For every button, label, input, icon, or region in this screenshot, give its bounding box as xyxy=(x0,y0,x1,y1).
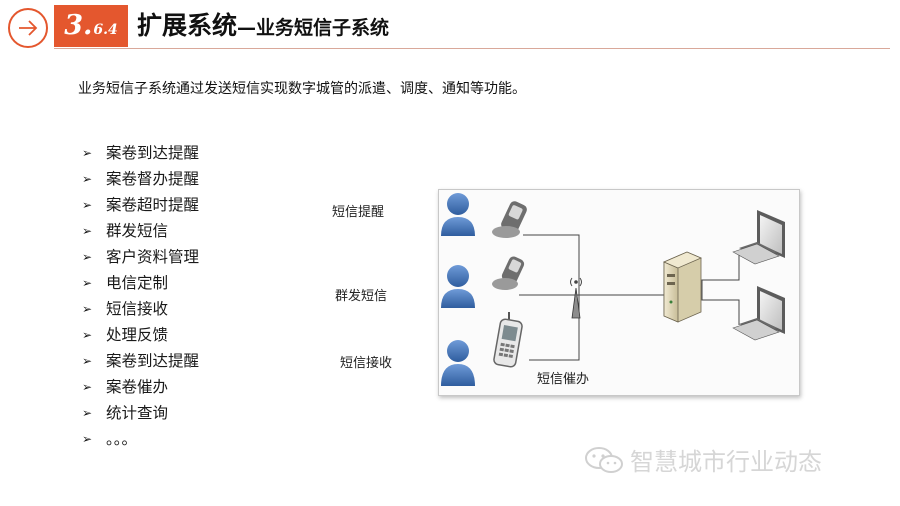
section-number-badge: 3. 6.4 xyxy=(54,5,128,47)
arrow-bullet-icon: ➢ xyxy=(82,302,93,316)
wechat-icon xyxy=(585,446,623,473)
list-item: ➢ 案卷到达提醒 xyxy=(82,348,199,374)
connection-lines xyxy=(519,234,740,361)
section-number-major: 3. xyxy=(64,10,93,41)
page-title-main: 扩展系统 xyxy=(137,11,238,40)
arrow-bullet-icon: ➢ xyxy=(82,250,93,264)
arrow-bullet-icon: ➢ xyxy=(82,224,93,238)
list-item: ➢ 处理反馈 xyxy=(82,322,199,348)
list-item: ➢ 案卷超时提醒 xyxy=(82,192,199,218)
person-icon-3 xyxy=(441,340,475,386)
arrow-bullet-icon: ➢ xyxy=(82,172,93,186)
mobile-phone-icon xyxy=(493,312,523,368)
list-item-label: 案卷到达提醒 xyxy=(106,144,200,162)
flip-phone-icon-1 xyxy=(492,201,527,238)
diagram-label-sms-reminder: 短信提醒 xyxy=(332,205,385,220)
list-item: ➢ 电信定制 xyxy=(82,270,199,296)
list-item-label: 统计查询 xyxy=(106,404,169,422)
arrow-bullet-icon: ➢ xyxy=(82,198,93,212)
antenna-tower-icon xyxy=(570,277,582,319)
footer-watermark: 智慧城市行业动态 xyxy=(584,442,822,477)
list-item-label: 案卷超时提醒 xyxy=(106,196,200,214)
arrow-bullet-icon: ➢ xyxy=(82,406,93,420)
page-title: 扩展系统 —业务短信子系统 xyxy=(137,6,389,46)
list-item-label: 案卷督办提醒 xyxy=(106,170,200,188)
arrow-bullet-icon: ➢ xyxy=(82,328,93,342)
network-diagram-drawing xyxy=(441,193,785,386)
server-icon xyxy=(662,251,703,323)
list-item: ➢ 案卷催办 xyxy=(82,374,199,400)
list-item-label: 处理反馈 xyxy=(106,326,169,344)
list-item-label: 群发短信 xyxy=(106,222,169,240)
list-item: ➢ 群发短信 xyxy=(82,218,199,244)
list-item-label: 客户资料管理 xyxy=(106,248,200,266)
person-icon-2 xyxy=(441,265,475,308)
footer-brand-text: 智慧城市行业动态 xyxy=(630,448,822,476)
computer-monitor-icon-2 xyxy=(732,286,785,341)
list-item-label: 电信定制 xyxy=(106,274,169,292)
arrow-bullet-icon: ➢ xyxy=(82,354,93,368)
header-divider xyxy=(54,48,890,49)
section-number-minor: 6.4 xyxy=(93,22,118,38)
list-item: ➢ 案卷督办提醒 xyxy=(82,166,199,192)
diagram-label-sms-receive: 短信接收 xyxy=(340,356,393,371)
feature-list: ➢ 案卷到达提醒 ➢ 案卷督办提醒 ➢ 案卷超时提醒 ➢ 群发短信 ➢ 客户资料管理 ➢ 电… xyxy=(82,140,199,452)
intro-text: 业务短信子系统通过发送短信实现数字城管的派遣、调度、通知等功能。 xyxy=(78,81,526,97)
network-diagram: 短信催办 xyxy=(438,189,800,396)
arrow-bullet-icon: ➢ xyxy=(82,380,93,394)
list-item: ➢ 案卷到达提醒 xyxy=(82,140,199,166)
list-item-label: 。。。 xyxy=(106,430,138,448)
arrow-bullet-icon: ➢ xyxy=(82,432,93,446)
list-item-label: 短信接收 xyxy=(106,300,169,318)
diagram-label-group-sms: 群发短信 xyxy=(335,289,388,304)
flip-phone-icon-2 xyxy=(492,256,525,290)
list-item-label: 案卷到达提醒 xyxy=(106,352,200,370)
computer-monitor-icon-1 xyxy=(732,210,785,265)
diagram-label-sms-urge: 短信催办 xyxy=(537,372,590,387)
list-item: ➢ 短信接收 xyxy=(82,296,199,322)
list-item-label: 案卷催办 xyxy=(106,378,169,396)
next-arrow-icon[interactable] xyxy=(8,8,48,48)
list-item: ➢ 客户资料管理 xyxy=(82,244,199,270)
list-item: ➢ 。。。 xyxy=(82,426,199,452)
page-title-sub: —业务短信子系统 xyxy=(237,17,390,39)
list-item: ➢ 统计查询 xyxy=(82,400,199,426)
arrow-bullet-icon: ➢ xyxy=(82,276,93,290)
arrow-bullet-icon: ➢ xyxy=(82,146,93,160)
person-icon-1 xyxy=(441,193,475,236)
